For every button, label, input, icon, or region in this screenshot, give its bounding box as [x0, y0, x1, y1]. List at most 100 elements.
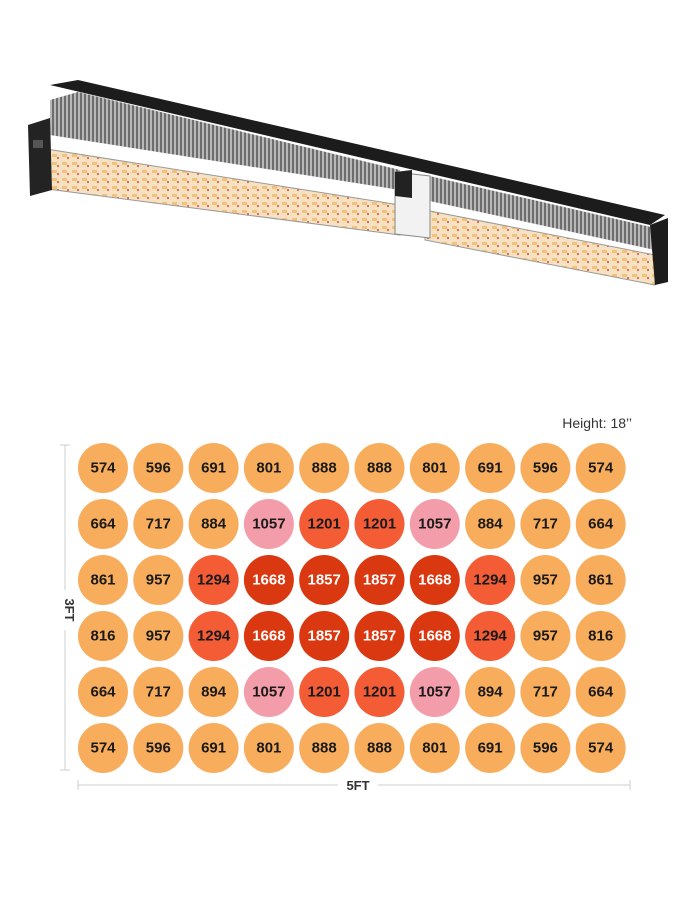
lamp-center-bracket [395, 170, 412, 198]
ppfd-cell-r5-c2 [133, 667, 184, 717]
ppfd-cell-r4-c10 [575, 611, 626, 661]
ppfd-value-r1-c4: 801 [256, 460, 281, 477]
lamp-top-frame [50, 80, 665, 225]
ppfd-cell-r6-c2 [133, 723, 184, 773]
ppfd-value-r3-c6: 1857 [363, 572, 396, 589]
ppfd-cell-r4-c7 [409, 611, 460, 661]
ppfd-cell-r2-c4 [243, 499, 294, 549]
ppfd-cell-r6-c9 [520, 723, 571, 773]
ppfd-value-r2-c5: 1201 [308, 516, 341, 533]
ppfd-cell-r2-c7 [409, 499, 460, 549]
ppfd-cell-r1-c6 [354, 443, 405, 493]
ppfd-value-r6-c2: 596 [146, 740, 171, 757]
ppfd-value-r3-c2: 957 [146, 572, 171, 589]
ppfd-cell-r6-c6 [354, 723, 405, 773]
ppfd-cell-r5-c9 [520, 667, 571, 717]
ppfd-value-r3-c8: 1294 [473, 572, 507, 589]
ppfd-value-r5-c4: 1057 [252, 684, 285, 701]
ppfd-cell-r2-c1 [78, 499, 128, 549]
ppfd-cell-r5-c1 [78, 667, 128, 717]
ppfd-value-r3-c10: 861 [588, 572, 613, 589]
ppfd-cell-r4-c3 [188, 611, 239, 661]
ppfd-cell-r5-c7 [409, 667, 460, 717]
ppfd-cell-r1-c10 [575, 443, 626, 493]
ppfd-cell-r3-c10 [575, 555, 626, 605]
ppfd-cell-r2-c6 [354, 499, 405, 549]
ppfd-cell-r4-c2 [133, 611, 184, 661]
ppfd-value-r1-c1: 574 [90, 460, 116, 477]
ppfd-value-r6-c7: 801 [422, 740, 447, 757]
ppfd-cell-r1-c3 [188, 443, 239, 493]
ppfd-value-r4-c9: 957 [533, 628, 558, 645]
ppfd-value-r6-c8: 691 [478, 740, 503, 757]
ppfd-value-r2-c10: 664 [588, 516, 614, 533]
ppfd-cell-r3-c4 [243, 555, 294, 605]
ppfd-value-r5-c3: 894 [201, 684, 227, 701]
ppfd-value-r4-c1: 816 [90, 628, 115, 645]
ppfd-value-r5-c6: 1201 [363, 684, 396, 701]
ppfd-cell-r1-c5 [299, 443, 350, 493]
ppfd-cell-r1-c4 [243, 443, 294, 493]
ppfd-value-r6-c1: 574 [90, 740, 116, 757]
ppfd-value-r5-c5: 1201 [308, 684, 341, 701]
ppfd-cell-r3-c7 [409, 555, 460, 605]
ppfd-value-r3-c9: 957 [533, 572, 558, 589]
ppfd-cell-r5-c6 [354, 667, 405, 717]
ppfd-cell-r4-c1 [78, 611, 128, 661]
ppfd-value-r2-c7: 1057 [418, 516, 451, 533]
ppfd-value-r5-c7: 1057 [418, 684, 451, 701]
ppfd-cell-r2-c5 [299, 499, 350, 549]
ppfd-cell-r6-c8 [465, 723, 516, 773]
ppfd-value-r3-c3: 1294 [197, 572, 231, 589]
ppfd-cell-r4-c6 [354, 611, 405, 661]
ppfd-value-r2-c2: 717 [146, 516, 171, 533]
ppfd-cell-r3-c6 [354, 555, 405, 605]
ppfd-value-r6-c3: 691 [201, 740, 226, 757]
ppfd-value-r4-c7: 1668 [418, 628, 451, 645]
ppfd-cell-r2-c8 [465, 499, 516, 549]
ppfd-value-r6-c10: 574 [588, 740, 614, 757]
ppfd-cell-r3-c9 [520, 555, 571, 605]
ppfd-value-r3-c1: 861 [90, 572, 115, 589]
ppfd-cell-r6-c3 [188, 723, 239, 773]
ppfd-value-r1-c5: 888 [312, 460, 337, 477]
width-label: 5FT [346, 778, 369, 793]
ppfd-value-r6-c5: 888 [312, 740, 337, 757]
height-label-backdrop [52, 590, 78, 630]
ppfd-value-r4-c10: 816 [588, 628, 613, 645]
ppfd-cell-r5-c3 [188, 667, 239, 717]
lamp-end-cap-port [33, 140, 43, 148]
ppfd-cell-r1-c9 [520, 443, 571, 493]
ppfd-value-r4-c4: 1668 [252, 628, 285, 645]
ppfd-value-r1-c3: 691 [201, 460, 226, 477]
ppfd-value-r2-c3: 884 [201, 516, 227, 533]
lamp-heatsink-left [50, 92, 400, 190]
lamp-right-end [650, 218, 668, 285]
ppfd-cell-r2-c9 [520, 499, 571, 549]
grow-light-product-image [28, 80, 668, 286]
lamp-heatsink-right [425, 175, 655, 250]
ppfd-value-r5-c8: 894 [478, 684, 504, 701]
ppfd-cell-r1-c8 [465, 443, 516, 493]
dimension-lines: 5FT 3FT [52, 444, 631, 794]
ppfd-value-r4-c5: 1857 [308, 628, 341, 645]
ppfd-cell-r5-c8 [465, 667, 516, 717]
ppfd-cell-r2-c2 [133, 499, 184, 549]
mounting-height-label: Height: 18’’ [562, 415, 632, 431]
ppfd-value-r1-c6: 888 [367, 460, 392, 477]
ppfd-value-r5-c1: 664 [90, 684, 116, 701]
ppfd-value-r4-c3: 1294 [197, 628, 231, 645]
ppfd-cell-r5-c5 [299, 667, 350, 717]
ppfd-cell-r5-c10 [575, 667, 626, 717]
ppfd-cell-r4-c5 [299, 611, 350, 661]
ppfd-cell-r5-c4 [243, 667, 294, 717]
ppfd-value-r6-c4: 801 [256, 740, 281, 757]
ppfd-value-r5-c2: 717 [146, 684, 171, 701]
ppfd-cell-r6-c7 [409, 723, 460, 773]
ppfd-cell-r6-c1 [78, 723, 128, 773]
height-dimension-label: 3FT [62, 598, 77, 621]
ppfd-value-r6-c6: 888 [367, 740, 392, 757]
